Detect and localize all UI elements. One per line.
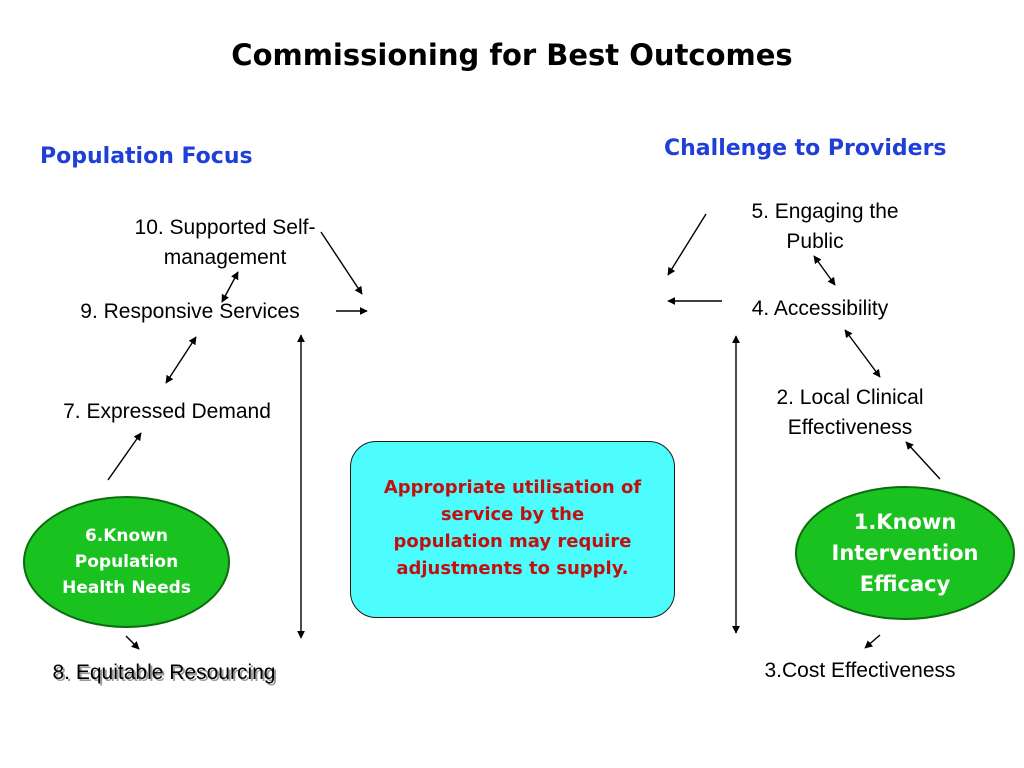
node-7-expressed-demand: 7. Expressed Demand [63,400,271,423]
arrow-10-center [320,231,363,295]
callout-box: Appropriate utilisation of service by th… [350,441,675,618]
node-2-line2: Effectiveness [787,416,913,439]
node-3-cost-effectiveness: 3.Cost Effectiveness [764,659,956,682]
arrow-5-center [667,213,707,276]
arrow-5-4 [813,255,836,286]
ellipse-6-line2: Population [74,552,179,572]
node-4-accessibility: 4. Accessibility [751,297,889,320]
slide-title: Commissioning for Best Outcomes [231,38,793,72]
node-5-engaging-the-public: 5. Engaging the Public [720,197,930,257]
arrow-1-3 [864,634,881,649]
node-10-line2: management [163,246,287,269]
heading-challenge-to-providers: Challenge to Providers [664,136,947,161]
heading-population-focus: Population Focus [40,144,253,169]
arrow-1-2 [905,441,941,480]
arrow-4-2 [844,329,881,378]
arrow-6-8 [125,635,140,650]
arrow-6-7 [107,432,142,481]
ellipse-1-line2: Intervention [831,540,979,565]
node-10-line1: 10. Supported Self- [134,216,316,239]
ellipse-6-known-population-health-needs: 6.Known Population Health Needs [23,496,230,628]
callout-line2: service by the [440,504,585,525]
node-5-line2: Public [786,230,844,253]
callout-line3: population may require [393,531,632,552]
node-2-line1: 2. Local Clinical [776,386,924,409]
arrow-9-7 [165,336,197,384]
node-5-line1: 5. Engaging the [751,200,899,223]
callout-text: Appropriate utilisation of service by th… [363,474,663,582]
callout-line1: Appropriate utilisation of [383,477,642,498]
node-8-equitable-resourcing: 8. Equitable Resourcing [52,661,276,684]
ellipse-1-line3: Efficacy [859,571,951,596]
node-2-local-clinical-effectiveness: 2. Local Clinical Effectiveness [740,383,960,443]
node-9-responsive-services: 9. Responsive Services [80,300,300,323]
ellipse-6-line1: 6.Known [84,526,169,546]
ellipse-1-known-intervention-efficacy: 1.Known Intervention Efficacy [795,486,1015,620]
ellipse-1-line1: 1.Known [853,509,957,534]
ellipse-6-line3: Health Needs [62,578,191,598]
callout-line4: adjustments to supply. [396,558,629,579]
node-10-supported-self-management: 10. Supported Self- management [105,213,345,273]
arrow-10-9 [221,271,239,303]
